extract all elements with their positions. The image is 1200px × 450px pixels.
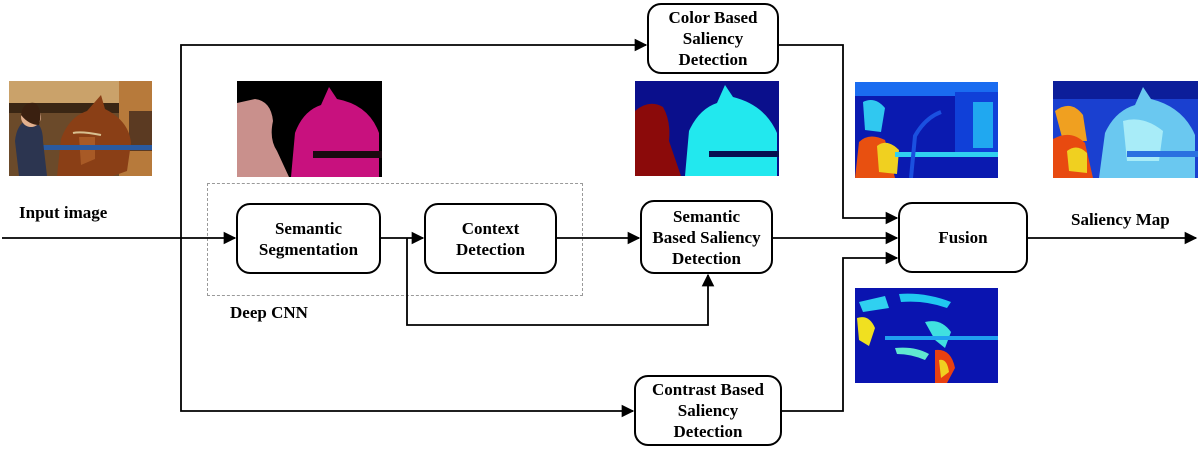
color-based-saliency-node: Color Based Saliency Detection bbox=[647, 3, 779, 74]
edge-input-color bbox=[180, 38, 648, 238]
deep-cnn-region bbox=[207, 183, 583, 296]
contrast-saliency-heatmap-icon bbox=[855, 288, 998, 383]
semantic-segmentation-node: Semantic Segmentation bbox=[236, 203, 381, 274]
edge-color-fusion bbox=[779, 44, 899, 225]
final-saliency-map-icon bbox=[1053, 81, 1198, 178]
edge-contrast-fusion bbox=[782, 251, 899, 412]
saliency-map-label: Saliency Map bbox=[1071, 210, 1170, 229]
color-saliency-heatmap-icon bbox=[855, 82, 998, 178]
fusion-node: Fusion bbox=[898, 202, 1028, 273]
semantic-based-saliency-node: Semantic Based Saliency Detection bbox=[640, 200, 773, 274]
context-detection-node: Context Detection bbox=[424, 203, 557, 274]
deep-cnn-label: Deep CNN bbox=[230, 303, 308, 322]
horse-and-person-photo-icon bbox=[9, 81, 152, 176]
segmentation-mask-image-icon bbox=[237, 81, 382, 177]
edge-input-contrast bbox=[180, 238, 635, 418]
semantic-saliency-image-icon bbox=[635, 81, 779, 176]
contrast-based-saliency-node: Contrast Based Saliency Detection bbox=[634, 375, 782, 446]
edge-segmentation-semantic bbox=[406, 238, 715, 326]
input-image-label: Input image bbox=[19, 203, 108, 222]
